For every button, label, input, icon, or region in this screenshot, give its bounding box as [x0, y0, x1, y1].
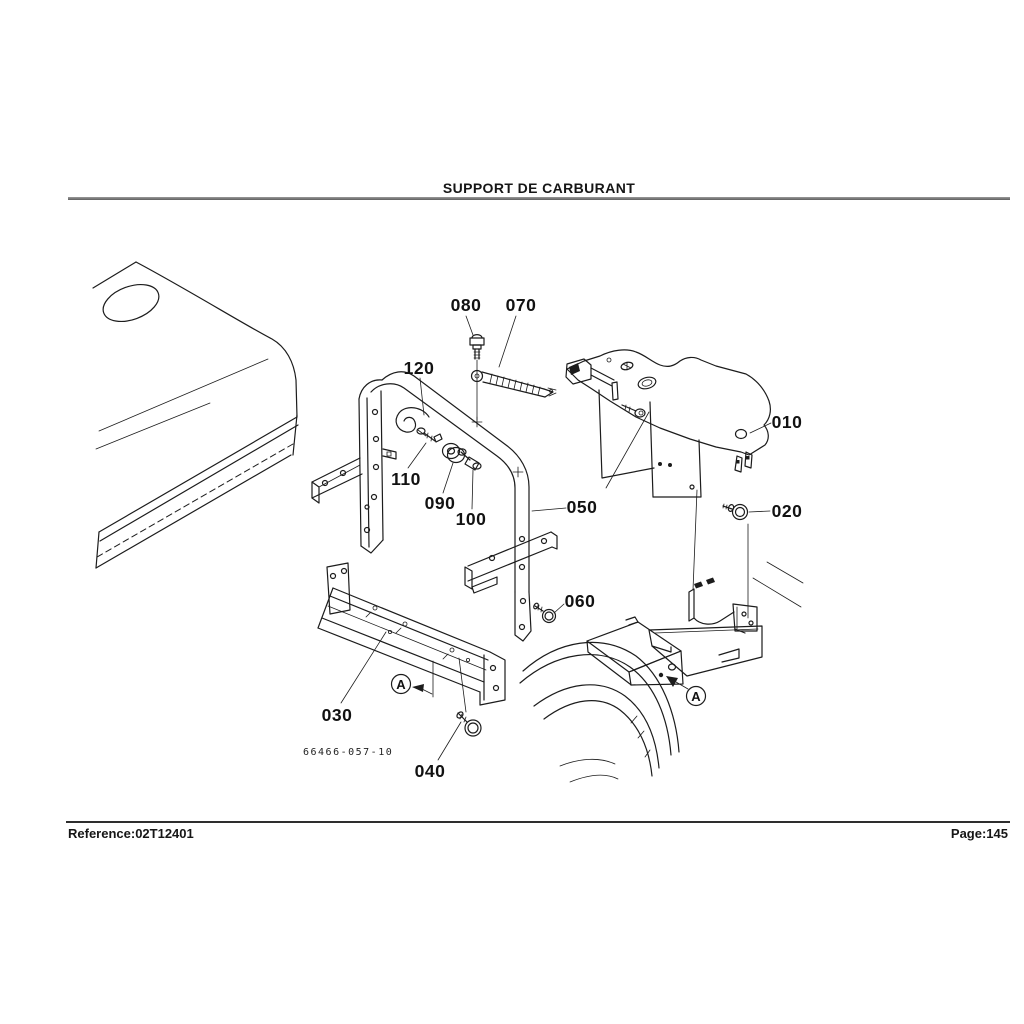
part-label-030: 030: [322, 705, 353, 725]
strap-070: [472, 371, 557, 398]
view-marker-a-left-letter: A: [396, 677, 406, 692]
hood-cap-hole: [98, 278, 164, 329]
alignment-line-010: [693, 490, 697, 590]
bracket-010: [566, 350, 770, 497]
header-rule: [68, 197, 1010, 200]
bolt-020: [723, 504, 748, 520]
part-label-110: 110: [391, 469, 421, 489]
view-marker-a-right: A: [666, 676, 706, 706]
deck-platform: [649, 562, 803, 676]
part-label-070: 070: [506, 295, 537, 315]
part-label-060: 060: [565, 591, 596, 611]
part-label-080: 080: [451, 295, 482, 315]
drawing-code: 66466-057-10: [303, 747, 393, 758]
bolt-060: [533, 602, 556, 622]
hood-panel-drawing: [93, 262, 298, 568]
leader-lines: [341, 316, 771, 760]
hook-120: [396, 408, 429, 436]
part-label-120: 120: [404, 358, 435, 378]
part-label-100: 100: [456, 509, 487, 529]
bolt-040: [456, 711, 481, 736]
part-label-050: 050: [567, 497, 598, 517]
part-label-090: 090: [425, 493, 456, 513]
bolt-100: [458, 449, 481, 470]
footer-reference: Reference:02T12401: [68, 826, 194, 841]
part-label-040: 040: [415, 761, 446, 781]
bar-030: [318, 563, 505, 705]
part-labels: 010 020 030 040 050 060 070 080 090 100 …: [322, 295, 803, 781]
footer-page-number: Page:145: [950, 826, 1008, 841]
fender-support-box: [587, 617, 683, 685]
support-frame-050: [312, 372, 557, 641]
part-label-010: 010: [772, 412, 803, 432]
bushing-090: [443, 444, 465, 463]
view-marker-a-right-letter: A: [691, 689, 701, 704]
footer-rule: [66, 821, 1010, 823]
deck-mount-bracket: [689, 577, 757, 634]
bolt-110: [417, 428, 442, 442]
view-marker-a-left: A: [392, 675, 433, 695]
page-title: SUPPORT DE CARBURANT: [442, 180, 636, 196]
bolt-080: [470, 335, 484, 420]
part-label-020: 020: [772, 501, 803, 521]
fender: [520, 642, 679, 782]
alignment-line-040: [459, 658, 466, 712]
